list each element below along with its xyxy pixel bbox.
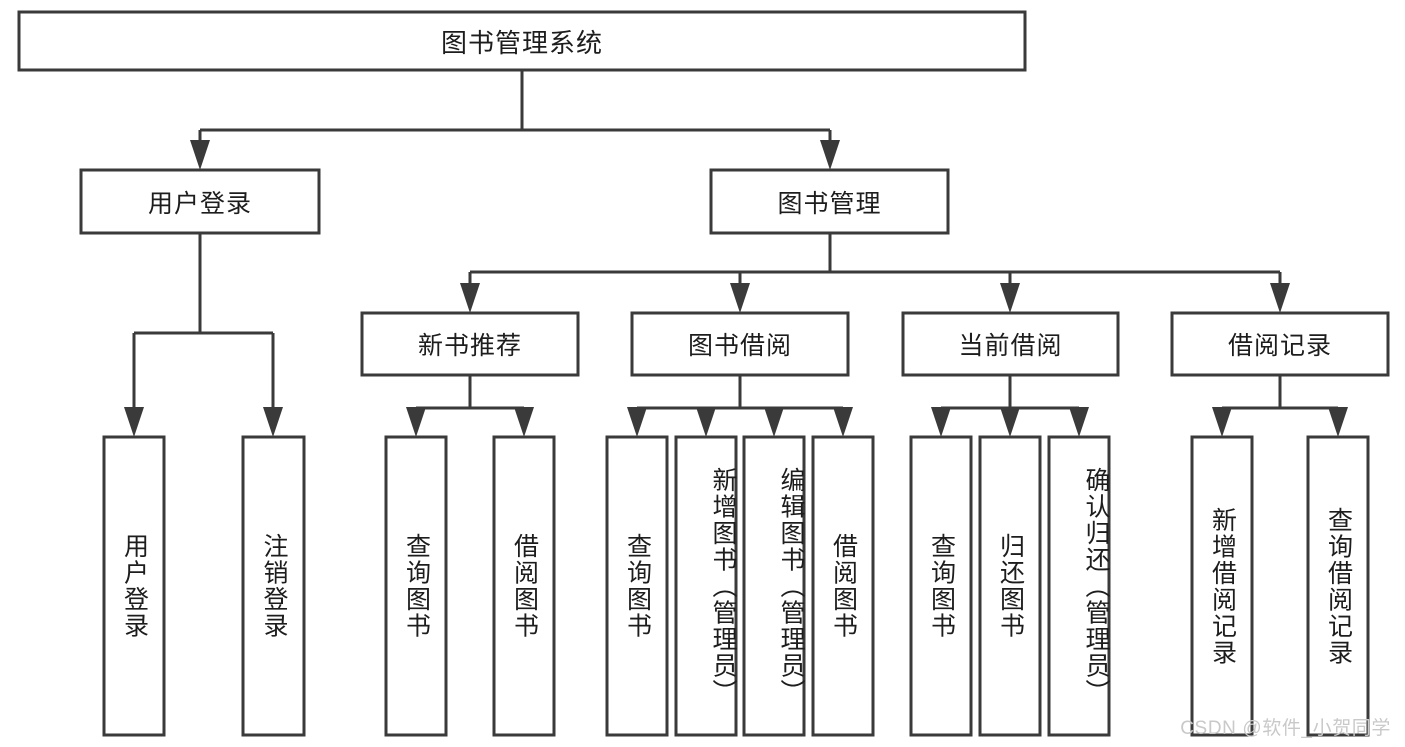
node-box-root[interactable] bbox=[17, 10, 1027, 72]
node-box-leaf-bb-query-book[interactable] bbox=[605, 435, 669, 737]
node-box-leaf-logout[interactable] bbox=[241, 435, 306, 737]
node-box-leaf-cb-confirm-return[interactable] bbox=[1047, 435, 1111, 737]
arrow-head-leaf-nbr-borrow bbox=[514, 407, 534, 437]
arrow-head-leaf-cb-confirm bbox=[1069, 407, 1089, 437]
node-box-current-borrow[interactable] bbox=[901, 311, 1120, 377]
arrow-head-leaf-user-login bbox=[124, 407, 144, 437]
node-box-leaf-nbr-query-book[interactable] bbox=[384, 435, 448, 737]
node-box-leaf-cb-query-book[interactable] bbox=[909, 435, 973, 737]
arrow-head-leaf-bb-borrow bbox=[833, 407, 853, 437]
node-box-leaf-br-add-record[interactable] bbox=[1190, 435, 1254, 737]
arrow-head-current-borrow bbox=[1000, 283, 1020, 313]
node-box-borrow-record[interactable] bbox=[1170, 311, 1390, 377]
node-box-leaf-bb-add-book[interactable] bbox=[674, 435, 738, 737]
arrow-head-leaf-logout bbox=[263, 407, 283, 437]
arrow-head-leaf-br-query bbox=[1328, 407, 1348, 437]
arrow-head-book-mgmt bbox=[820, 140, 840, 170]
arrow-head-leaf-bb-edit bbox=[764, 407, 784, 437]
connector-group-user-login-children bbox=[124, 233, 283, 437]
node-box-leaf-bb-edit-book[interactable] bbox=[742, 435, 806, 737]
node-box-leaf-user-login[interactable] bbox=[102, 435, 166, 737]
node-box-new-book-recommend[interactable] bbox=[360, 311, 580, 377]
node-box-book-management[interactable] bbox=[709, 168, 950, 235]
connector-group-root-to-level2 bbox=[190, 70, 840, 170]
node-box-leaf-cb-return-book[interactable] bbox=[978, 435, 1042, 737]
node-box-leaf-bb-borrow-book[interactable] bbox=[811, 435, 875, 737]
arrow-head-leaf-cb-query bbox=[931, 407, 951, 437]
arrow-head-leaf-bb-add bbox=[696, 407, 716, 437]
connector-group-borrow-record-children bbox=[1212, 375, 1348, 437]
node-box-leaf-br-query-record[interactable] bbox=[1306, 435, 1370, 737]
connector-group-book-mgmt-children bbox=[460, 233, 1290, 313]
arrow-head-leaf-nbr-query bbox=[406, 407, 426, 437]
node-box-user-login[interactable] bbox=[79, 168, 321, 235]
node-box-leaf-nbr-borrow-book[interactable] bbox=[492, 435, 556, 737]
arrow-head-user-login bbox=[190, 140, 210, 170]
arrow-head-leaf-br-add bbox=[1212, 407, 1232, 437]
arrow-head-book-borrow bbox=[730, 283, 750, 313]
node-box-book-borrow[interactable] bbox=[630, 311, 850, 377]
arrow-head-leaf-bb-query bbox=[627, 407, 647, 437]
arrow-head-new-book-recommend bbox=[460, 283, 480, 313]
connector-group-new-book-recommend-children bbox=[406, 375, 534, 437]
connector-group-book-borrow-children bbox=[627, 375, 853, 437]
arrow-head-leaf-cb-return bbox=[1000, 407, 1020, 437]
arrow-head-borrow-record bbox=[1270, 283, 1290, 313]
connector-group-current-borrow-children bbox=[931, 375, 1089, 437]
